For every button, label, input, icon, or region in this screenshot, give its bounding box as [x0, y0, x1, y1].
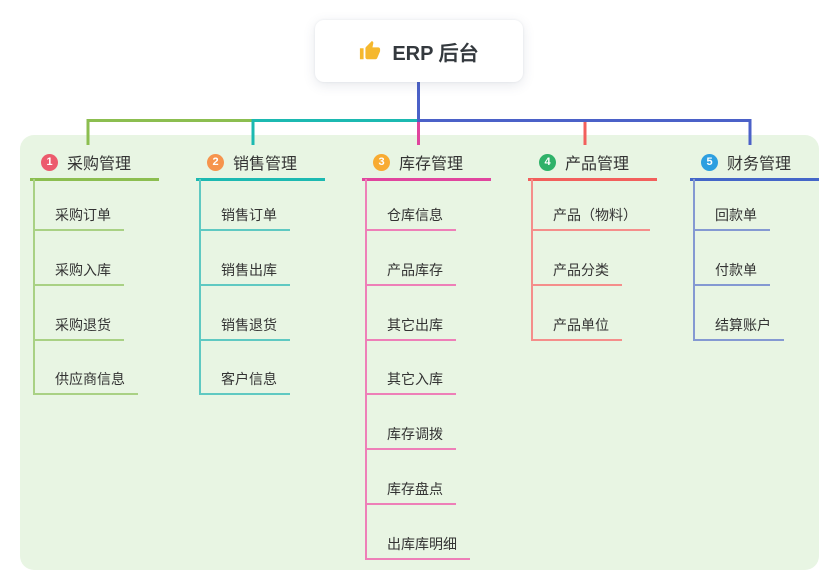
child-node[interactable]: 产品（物料）	[531, 201, 650, 231]
child-node[interactable]: 其它入库	[365, 365, 456, 396]
child-node[interactable]: 仓库信息	[365, 201, 456, 231]
child-node[interactable]: 销售出库	[199, 256, 290, 286]
branch-badge: 4	[539, 153, 556, 171]
branch-spine	[693, 179, 695, 341]
child-node[interactable]: 供应商信息	[33, 365, 138, 396]
branch-label: 产品管理	[565, 156, 630, 173]
branch-spine	[33, 179, 35, 396]
child-node[interactable]: 库存调拨	[365, 420, 456, 451]
branch-node-4[interactable]: 4 产品管理	[528, 146, 657, 181]
root-node[interactable]: ERP 后台	[315, 20, 523, 82]
branch-label: 采购管理	[67, 156, 132, 173]
thumbs-up-icon	[359, 40, 381, 62]
child-node[interactable]: 结算账户	[693, 311, 784, 341]
branch-node-3[interactable]: 3 库存管理	[362, 146, 491, 181]
child-node[interactable]: 客户信息	[199, 365, 290, 396]
child-node[interactable]: 采购订单	[33, 201, 124, 231]
branch-badge: 2	[207, 153, 224, 171]
branch-node-5[interactable]: 5 财务管理	[690, 146, 819, 181]
child-node[interactable]: 出库库明细	[365, 530, 470, 560]
branches-panel	[20, 135, 819, 570]
branch-label: 销售管理	[233, 156, 298, 173]
child-node[interactable]: 回款单	[693, 201, 770, 231]
branch-badge: 3	[373, 153, 390, 171]
branch-spine	[199, 179, 201, 396]
branch-label: 财务管理	[727, 156, 792, 173]
root-label: ERP 后台	[392, 42, 479, 65]
child-node[interactable]: 其它出库	[365, 311, 456, 341]
branch-spine	[365, 179, 367, 560]
branch-node-1[interactable]: 1 采购管理	[30, 146, 159, 181]
child-node[interactable]: 采购退货	[33, 311, 124, 341]
child-node[interactable]: 库存盘点	[365, 475, 456, 505]
branch-spine	[531, 179, 533, 341]
child-node[interactable]: 产品库存	[365, 256, 456, 286]
child-node[interactable]: 付款单	[693, 256, 770, 286]
branch-node-2[interactable]: 2 销售管理	[196, 146, 325, 181]
child-node[interactable]: 销售退货	[199, 311, 290, 341]
branch-badge: 5	[701, 153, 718, 171]
child-node[interactable]: 采购入库	[33, 256, 124, 286]
child-node[interactable]: 产品分类	[531, 256, 622, 286]
branch-badge: 1	[41, 153, 58, 171]
child-node[interactable]: 销售订单	[199, 201, 290, 231]
branch-label: 库存管理	[399, 156, 464, 173]
child-node[interactable]: 产品单位	[531, 311, 622, 341]
